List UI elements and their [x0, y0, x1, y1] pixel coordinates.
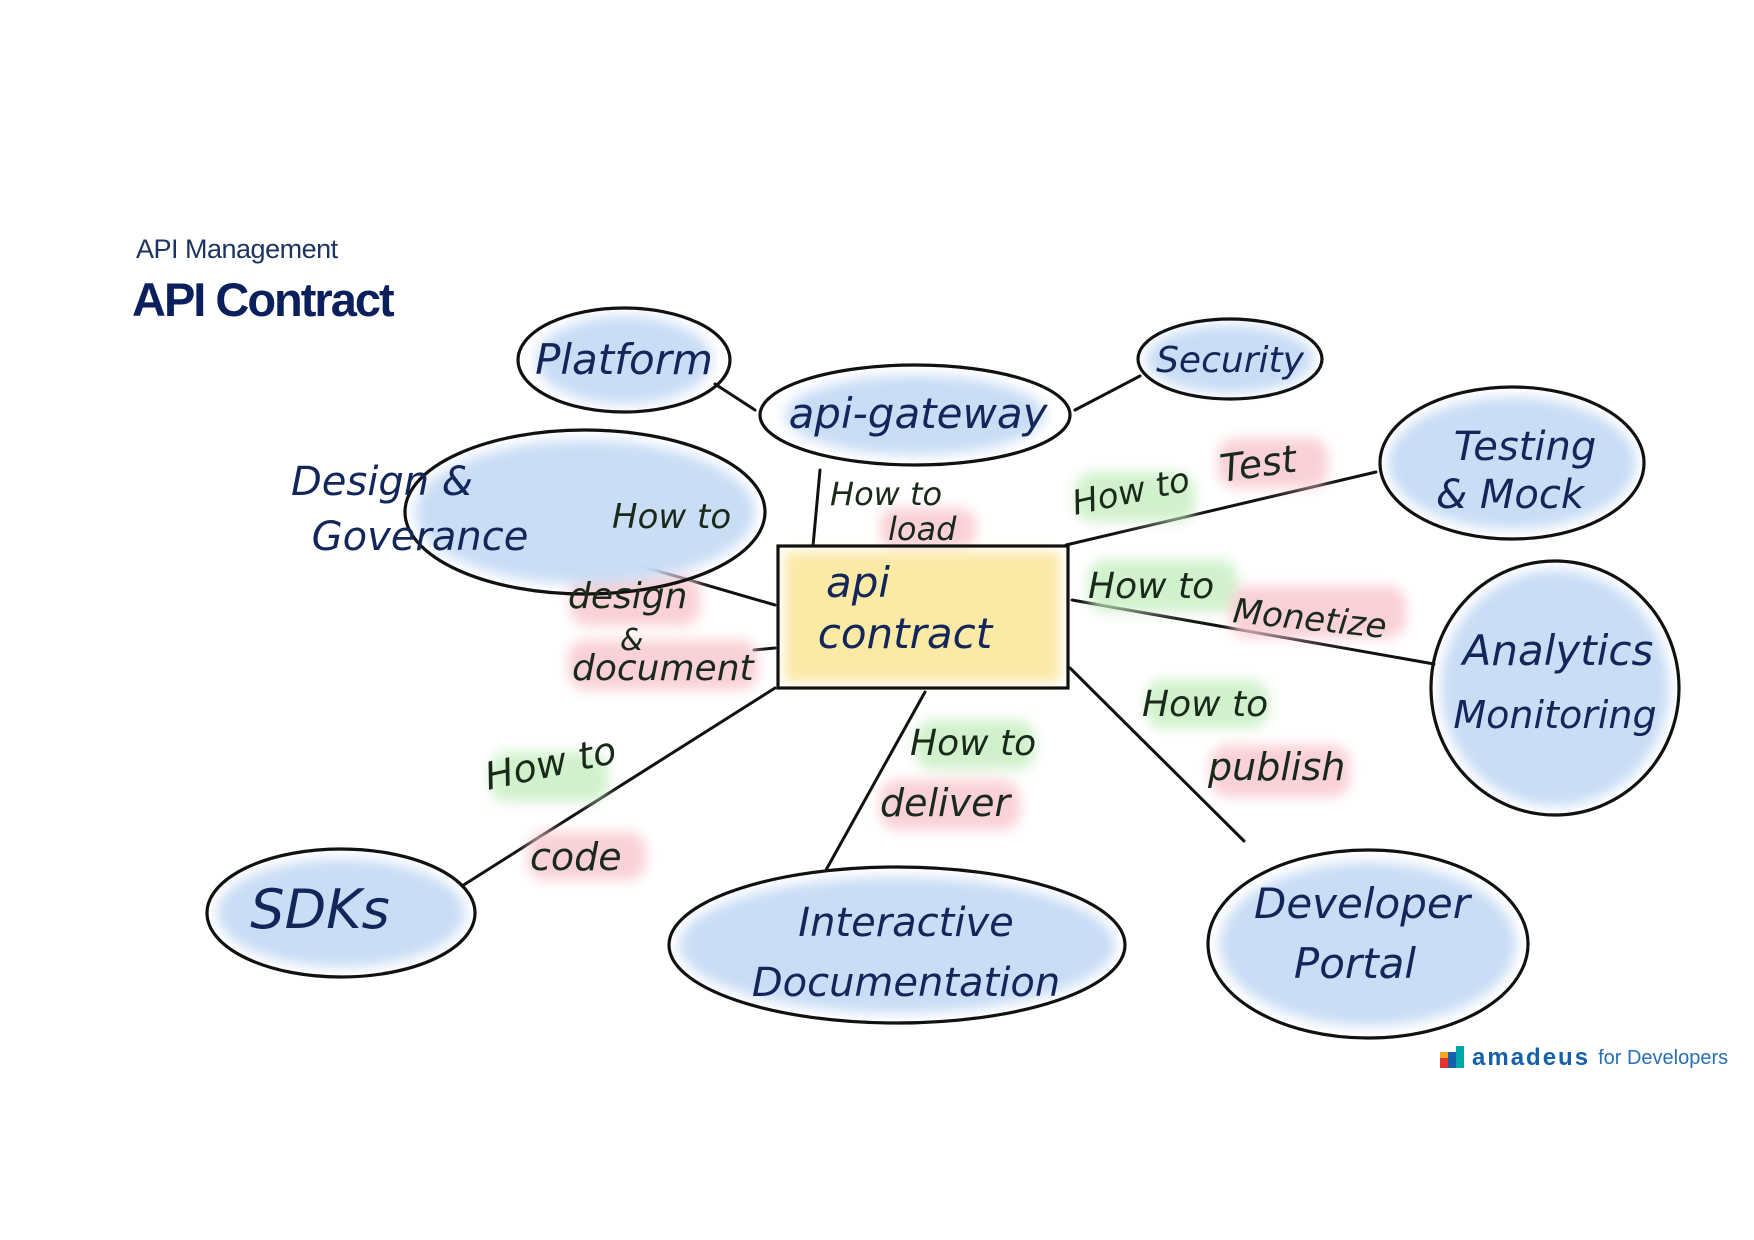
node-platform: Platform [535, 335, 713, 384]
node-api-gateway: api-gateway [789, 389, 1049, 438]
node-analytics-line2: Monitoring [1453, 693, 1656, 737]
label-test-verb: Test [1217, 436, 1301, 491]
label-load-verb: load [888, 510, 957, 548]
label-design-verb2: & [620, 623, 643, 658]
node-testing-line1: Testing [1454, 424, 1596, 470]
node-security-outline [1136, 317, 1324, 401]
node-gateway-outline [758, 363, 1072, 467]
node-platform-outline [516, 306, 732, 414]
node-testing-outline [1378, 385, 1646, 541]
label-code-verb: code [530, 835, 622, 879]
node-developer-line2: Portal [1294, 939, 1416, 988]
node-design-outline [403, 428, 767, 596]
node-analytics-outline [1429, 559, 1681, 817]
node-developer-line1: Developer [1254, 879, 1473, 928]
node-labels: Platform api-gateway Security Design & G… [250, 335, 1656, 1006]
node-analytics-line1: Analytics [1460, 626, 1654, 675]
center-box-outline [776, 544, 1070, 690]
center-fill [785, 552, 1060, 682]
node-design-line1: Design & [291, 459, 473, 505]
center-line2: contract [818, 609, 994, 658]
label-publish-how: How to [1142, 684, 1268, 725]
label-deliver-verb: deliver [880, 781, 1012, 825]
node-interactive-line1: Interactive [798, 900, 1013, 946]
page-subtitle: API Management [136, 234, 338, 264]
edge-center-design-hook [752, 646, 777, 652]
label-design-how: How to [612, 497, 731, 537]
edge-center-developer [1068, 666, 1246, 843]
label-design-verb3: document [572, 648, 756, 689]
label-deliver-how: How to [910, 723, 1036, 764]
page-title: API Contract [132, 273, 395, 326]
node-interactive-outline [667, 865, 1127, 1025]
edge-center-interactive [824, 690, 927, 872]
logo-mark-icon [1440, 1046, 1466, 1070]
node-security: Security [1156, 340, 1305, 381]
edge-center-testing [1064, 470, 1378, 547]
node-outlines [205, 306, 1681, 1040]
node-sdks-outline [205, 847, 477, 979]
edge-labels: How to load How to design & document How… [481, 436, 1389, 879]
node-design-line2: Goverance [312, 514, 529, 560]
node-interactive-line2: Documentation [752, 960, 1060, 1006]
node-developer-outline [1206, 848, 1530, 1040]
label-design-verb1: design [568, 576, 687, 617]
label-load-how: How to [830, 475, 942, 513]
edge-center-sdks [460, 686, 777, 888]
edge-platform-gateway [713, 382, 757, 412]
brand-logo: amadeus for Developers [1440, 1044, 1728, 1072]
center-line1: api [826, 558, 890, 607]
node-sdks: SDKs [250, 878, 389, 941]
edge-gateway-center [811, 468, 822, 548]
node-fills [217, 316, 1669, 1026]
node-testing-line2: & Mock [1436, 472, 1586, 518]
edge-gateway-security [1073, 374, 1142, 412]
label-publish-verb: publish [1207, 745, 1345, 789]
brand-tagline: for Developers [1598, 1046, 1729, 1069]
brand-name: amadeus [1472, 1044, 1591, 1071]
label-monetize-how: How to [1088, 566, 1214, 607]
